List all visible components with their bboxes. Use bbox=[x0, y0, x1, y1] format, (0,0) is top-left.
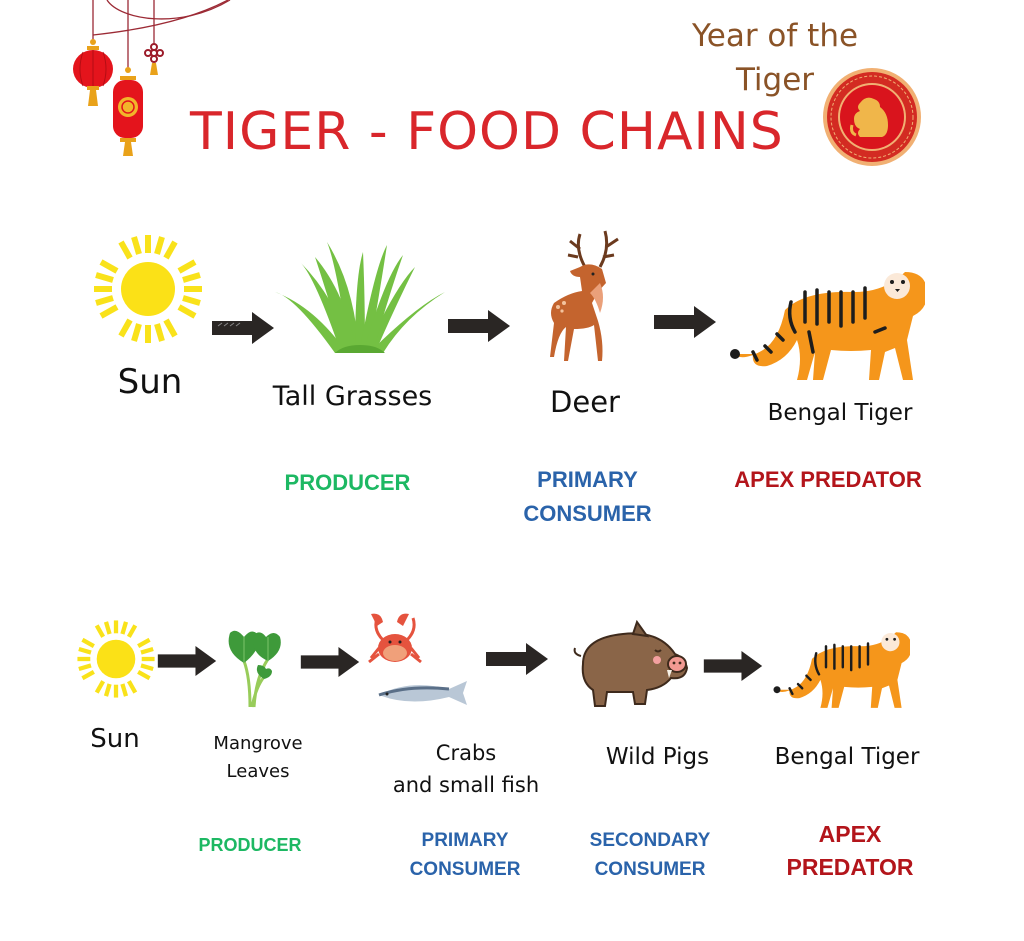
node-label-tall-grasses: Tall Grasses bbox=[272, 381, 433, 412]
node-label-sun: Sun bbox=[90, 724, 140, 754]
crab-fish-icon bbox=[368, 613, 467, 705]
tiger-icon bbox=[730, 272, 925, 380]
label-line: Crabs bbox=[435, 741, 497, 765]
tiger-medallion-icon bbox=[823, 68, 921, 166]
role-line: PRIMARY bbox=[537, 467, 638, 492]
arrow-right-icon bbox=[654, 306, 716, 338]
year-of-tiger-subtitle: Year of the Tiger bbox=[680, 14, 870, 102]
arrow-right-icon bbox=[212, 312, 274, 344]
arrow-right-icon bbox=[448, 310, 510, 342]
sun-icon bbox=[94, 235, 202, 343]
arrow-right-icon bbox=[703, 650, 763, 682]
label-line: and small fish bbox=[392, 773, 540, 797]
role-producer: PRODUCER bbox=[198, 835, 302, 855]
role-line: SECONDARY bbox=[589, 830, 711, 851]
deer-icon bbox=[550, 230, 619, 361]
node-label-crabs-small-fish: Crabs and small fish bbox=[380, 737, 552, 801]
chinese-knot-icon bbox=[144, 43, 164, 75]
role-line: CONSUMER bbox=[594, 859, 706, 880]
sun-icon bbox=[77, 620, 155, 698]
role-primary-consumer: PRIMARY CONSUMER bbox=[395, 826, 535, 884]
role-line: CONSUMER bbox=[523, 501, 652, 526]
role-line: PREDATOR bbox=[786, 854, 914, 880]
wild-pig-icon bbox=[573, 620, 689, 707]
node-label-mangrove-leaves: Mangrove Leaves bbox=[198, 730, 318, 786]
role-secondary-consumer: SECONDARY CONSUMER bbox=[575, 826, 725, 884]
role-line: PRIMARY bbox=[421, 830, 509, 851]
arrow-right-icon bbox=[300, 646, 360, 678]
lantern-tall-icon bbox=[113, 67, 143, 156]
node-label-sun: Sun bbox=[117, 362, 183, 402]
node-label-bengal-tiger: Bengal Tiger bbox=[774, 744, 920, 770]
subtitle-line-1: Year of the bbox=[691, 18, 859, 54]
role-apex-predator: APEX PREDATOR bbox=[734, 467, 922, 492]
arrow-right-icon bbox=[157, 645, 217, 677]
lantern-round-icon bbox=[73, 39, 113, 106]
role-primary-consumer: PRIMARY CONSUMER bbox=[505, 463, 670, 531]
hanging-strings bbox=[92, 0, 231, 70]
tiger-icon bbox=[773, 632, 910, 708]
leaves-icon bbox=[228, 630, 281, 708]
subtitle-line-2: Tiger bbox=[735, 62, 815, 98]
arrow-right-icon bbox=[486, 643, 548, 675]
label-line: Leaves bbox=[226, 761, 290, 782]
role-line: APEX bbox=[818, 821, 882, 847]
role-apex-predator: APEX PREDATOR bbox=[770, 818, 930, 884]
node-label-wild-pigs: Wild Pigs bbox=[605, 744, 710, 770]
label-line: Mangrove bbox=[213, 733, 303, 754]
page-title: TIGER - FOOD CHAINS bbox=[190, 102, 784, 162]
role-line: CONSUMER bbox=[409, 859, 521, 880]
role-producer: PRODUCER bbox=[284, 470, 411, 495]
grass-icon bbox=[275, 242, 445, 353]
node-label-bengal-tiger: Bengal Tiger bbox=[767, 400, 913, 426]
node-label-deer: Deer bbox=[550, 385, 620, 419]
